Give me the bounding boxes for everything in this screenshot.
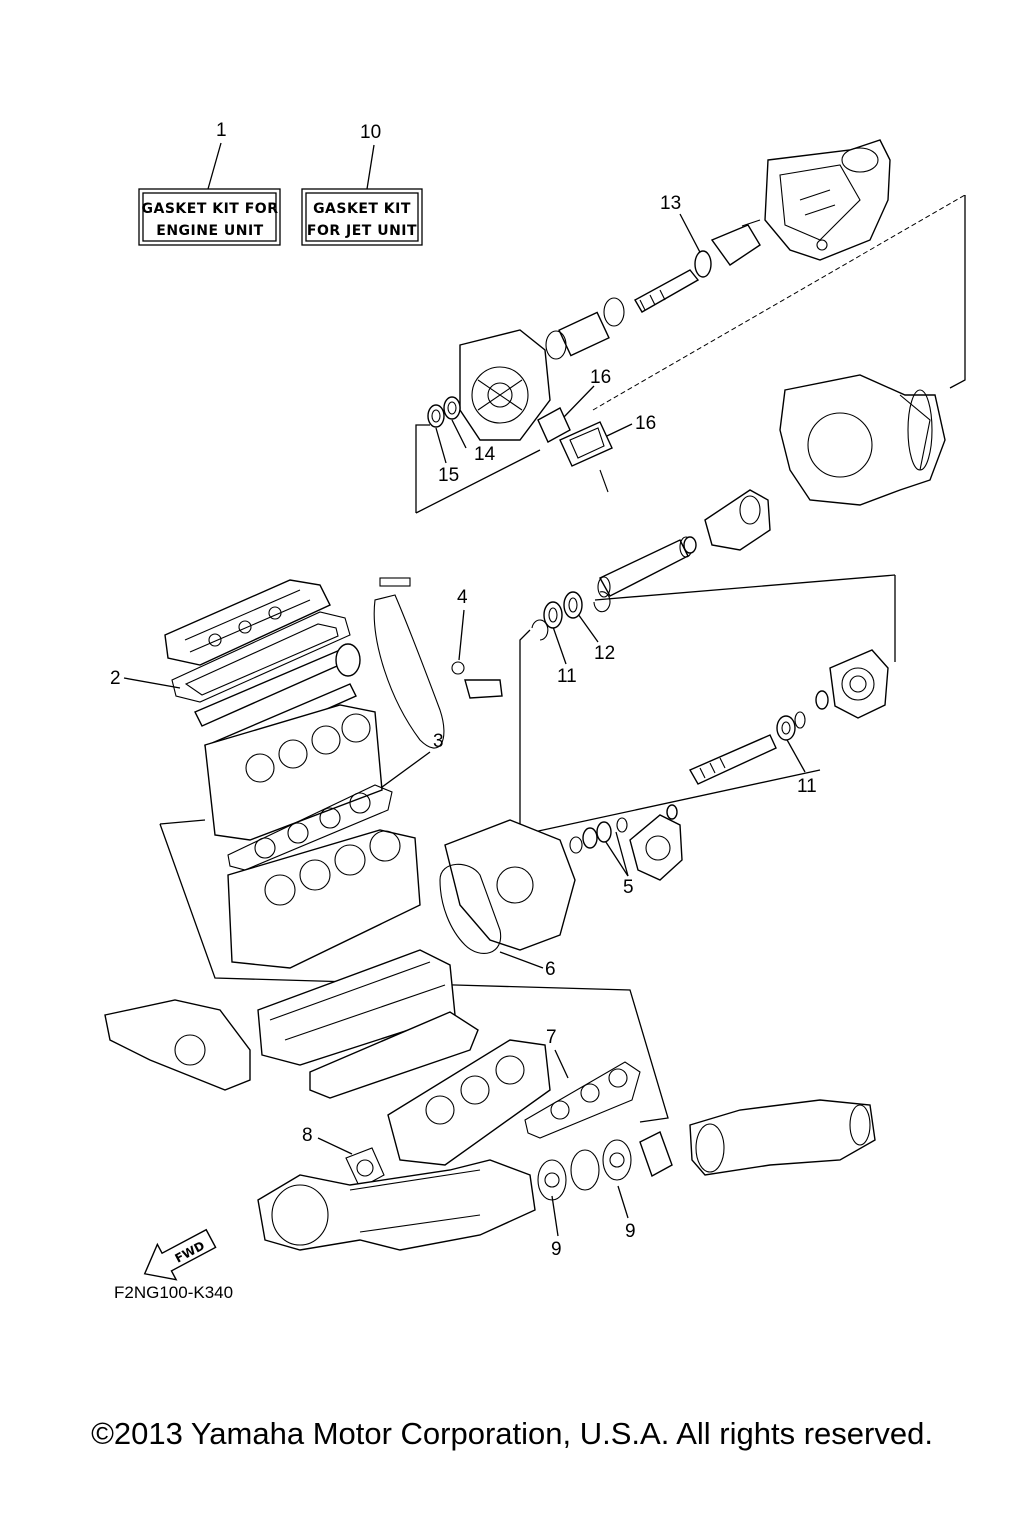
gaskets-9	[537, 1131, 673, 1201]
flywheel-cover	[104, 999, 251, 1091]
timing-chain	[373, 594, 445, 749]
jet-pump-nozzle	[764, 139, 891, 261]
callout-7: 7	[546, 1027, 557, 1048]
engine-gasket-kit-box: GASKET KIT FOR ENGINE UNIT	[138, 188, 281, 246]
callout-6: 6	[545, 959, 556, 980]
cylinder-block	[227, 829, 421, 969]
fwd-arrow: FWD	[143, 1228, 217, 1281]
callout-8: 8	[302, 1125, 313, 1146]
o-ring-13	[694, 250, 712, 278]
copyright-notice: ©2013 Yamaha Motor Corporation, U.S.A. A…	[91, 1416, 933, 1451]
jet-pump-impeller-housing	[459, 329, 551, 441]
oil-seals-14-15	[427, 396, 461, 428]
head-gasket-3	[227, 784, 393, 871]
callout-labels: 1 10 13 16 16 14 15 4 2 3 11 12 11 5 6 7…	[110, 120, 817, 1260]
callout-16b: 16	[635, 413, 656, 434]
drive-shaft-tube	[597, 536, 697, 598]
water-jacket-cover	[444, 819, 576, 951]
callout-1: 1	[216, 120, 227, 141]
callout-5: 5	[623, 877, 634, 898]
cylinder-head-cover	[164, 579, 331, 666]
seals-11-12	[531, 591, 611, 641]
jet-intake-duct	[779, 374, 946, 506]
head-cover-gasket-2	[171, 611, 351, 703]
callout-9a: 9	[551, 1239, 562, 1260]
jet-cone-cover	[704, 489, 771, 551]
jet-gasket-kit-box: GASKET KIT FOR JET UNIT	[301, 188, 423, 246]
coupling-housing	[815, 649, 889, 719]
engine-kit-line1: GASKET KIT FOR	[142, 201, 279, 217]
callout-12: 12	[594, 643, 615, 664]
jet-kit-line1: GASKET KIT	[313, 201, 411, 217]
head-cover-gasket-inner	[184, 623, 339, 696]
callout-16a: 16	[590, 367, 611, 388]
callout-9b: 9	[625, 1221, 636, 1242]
leader-lines	[123, 142, 806, 1237]
gasket-8	[345, 1147, 385, 1189]
jet-kit-line2: FOR JET UNIT	[307, 223, 417, 239]
callout-11b: 11	[797, 776, 817, 797]
coupling-gear	[629, 804, 683, 881]
callout-2: 2	[110, 668, 121, 689]
exhaust-gasket-7	[524, 1061, 641, 1139]
gasket-6	[439, 863, 502, 954]
callout-3: 3	[433, 731, 444, 752]
callout-14: 14	[474, 444, 496, 465]
callout-13: 13	[660, 193, 681, 214]
callout-10: 10	[360, 122, 381, 143]
callout-4: 4	[457, 587, 468, 608]
chain-tensioner	[451, 661, 503, 699]
seals-5	[569, 817, 628, 854]
callout-11a: 11	[557, 666, 577, 687]
cylinder-head	[204, 704, 383, 841]
chain-guide-top	[379, 577, 411, 587]
jet-shaft-parts	[545, 219, 761, 360]
exhaust-manifold	[387, 1039, 551, 1166]
group-brackets	[159, 194, 966, 1123]
exhaust-muffler-hose	[689, 1099, 876, 1176]
exhaust-pipe	[257, 1159, 536, 1251]
diagram-code: F2NG100-K340	[114, 1283, 234, 1302]
oil-pan	[309, 1011, 479, 1099]
engine-kit-line2: ENGINE UNIT	[156, 223, 263, 239]
callout-15: 15	[438, 465, 459, 486]
gaskets-16	[537, 407, 613, 493]
output-shaft	[689, 711, 806, 785]
